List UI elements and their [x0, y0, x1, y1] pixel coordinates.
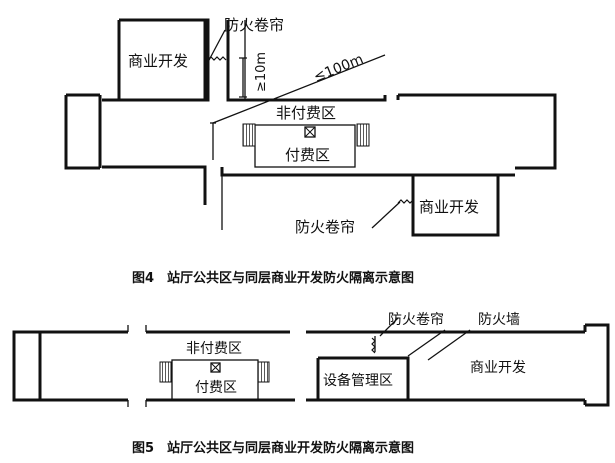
- gate-turnstile-icon: [242, 123, 370, 147]
- commercial-label-top: 商业开发: [128, 52, 188, 70]
- paid-zone-label-fig4: 付费区: [285, 146, 330, 164]
- paid-zone-label-fig5: 付费区: [195, 380, 237, 396]
- fire-shutter-label-fig5: 防火卷帘: [388, 312, 444, 328]
- left-stub: [64, 93, 100, 170]
- fire-shutter-icon: [207, 56, 414, 204]
- ticket-machine-icon: [304, 126, 316, 138]
- ticket-machine-icon: [210, 362, 221, 373]
- commercial-block-right: [411, 175, 500, 237]
- fire-shutter-icon: [371, 337, 376, 354]
- fire-shutter-label-top: 防火卷帘: [224, 16, 284, 34]
- dimension-10m: ≥10m: [254, 52, 269, 92]
- hall-top-wall: [102, 20, 207, 102]
- unpaid-zone-label-fig4: 非付费区: [276, 104, 336, 122]
- unpaid-zone-label-fig5: 非付费区: [186, 341, 242, 357]
- commercial-label-fig5: 商业开发: [470, 360, 526, 376]
- dimension-100m: ≤100m: [312, 51, 366, 85]
- caption-figure-4: 图4 站厅公共区与同层商业开发防火隔离示意图: [132, 270, 414, 286]
- commercial-label-right: 商业开发: [419, 198, 479, 216]
- caption-figure-5: 图5 站厅公共区与同层商业开发防火隔离示意图: [132, 440, 414, 456]
- firewall-label: 防火墙: [478, 312, 520, 328]
- gate-turnstile-icon: [159, 361, 270, 383]
- equipment-zone-label: 设备管理区: [323, 372, 393, 389]
- right-stub: [398, 93, 557, 170]
- fire-shutter-label-bottom: 防火卷帘: [295, 218, 355, 236]
